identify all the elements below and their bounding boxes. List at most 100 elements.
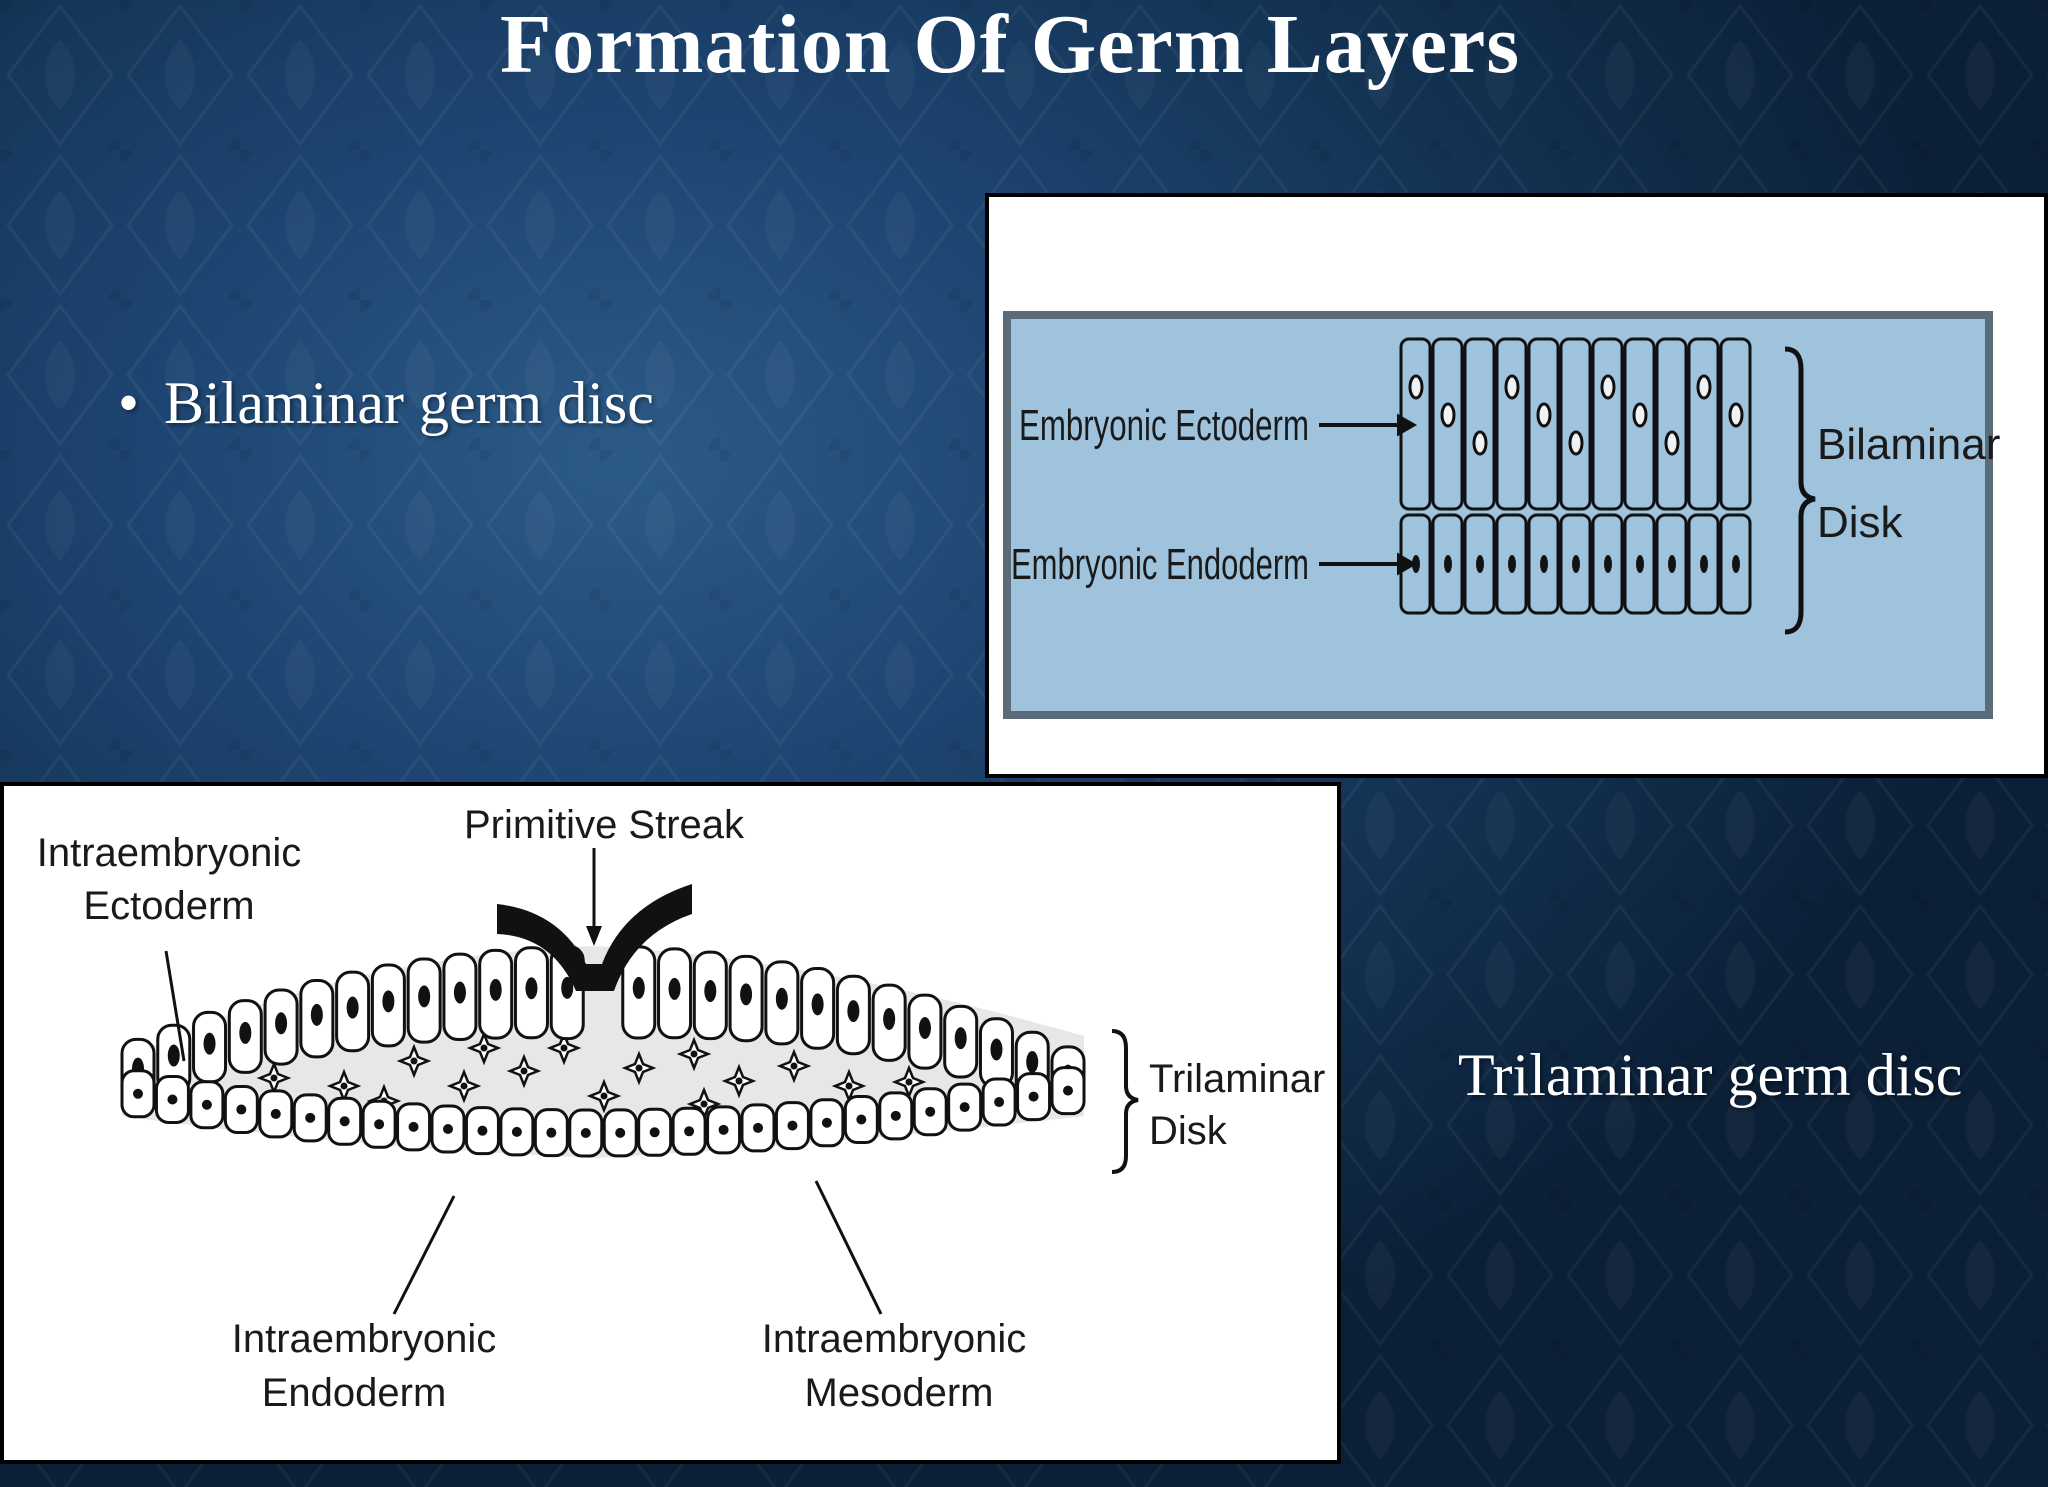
ectoderm-nucleus — [275, 1012, 288, 1035]
endoderm-nucleus — [1028, 1091, 1039, 1102]
endoderm-nucleus — [477, 1125, 488, 1136]
ectoderm-nucleus — [1600, 374, 1616, 400]
endoderm-nucleus — [546, 1127, 557, 1138]
caption-trilaminar: Trilaminar germ disc — [1458, 1042, 1963, 1108]
endoderm-nucleus — [1572, 555, 1580, 573]
ectoderm-cell — [1495, 337, 1528, 511]
endoderm-nucleus — [1540, 555, 1548, 573]
ectoderm-nucleus — [346, 996, 359, 1019]
label-mesoderm-line1: Intraembryonic — [762, 1317, 1027, 1361]
endoderm-nucleus — [821, 1117, 832, 1128]
ectoderm-nucleus — [382, 990, 395, 1013]
mesoderm-nucleus — [790, 1062, 798, 1070]
label-ectoderm-line2: Ectoderm — [83, 884, 254, 928]
ectoderm-nucleus — [883, 1007, 896, 1030]
bullet-bilaminar: • Bilaminar germ disc — [118, 368, 654, 438]
ectoderm-nucleus — [239, 1021, 252, 1044]
ectoderm-nucleus — [418, 985, 431, 1008]
ectoderm-nucleus — [811, 993, 824, 1016]
ectoderm-nucleus — [1440, 402, 1456, 428]
mesoderm-nucleus — [480, 1044, 488, 1052]
ectoderm-nucleus — [310, 1003, 323, 1026]
endoderm-pointer — [392, 1195, 456, 1315]
ectoderm-nucleus — [1568, 430, 1584, 456]
mesoderm-nucleus — [410, 1057, 418, 1065]
endoderm-arrowhead — [1397, 552, 1418, 576]
label-primitive-streak: Primitive Streak — [464, 803, 745, 847]
ectoderm-nucleus — [775, 987, 788, 1010]
endoderm-nucleus — [1732, 555, 1740, 573]
ectoderm-nucleus — [203, 1032, 216, 1055]
mesoderm-nucleus — [690, 1050, 698, 1058]
mesoderm-nucleus — [905, 1078, 913, 1086]
label-trilaminar-disk: Disk — [1149, 1109, 1228, 1153]
label-ectoderm-line1: Intraembryonic — [37, 831, 302, 875]
label-embryonic-ectoderm: Embryonic Ectoderm — [1019, 401, 1309, 450]
endoderm-nucleus — [443, 1123, 453, 1134]
ectoderm-cell — [1463, 337, 1496, 511]
bullet-bilaminar-text: Bilaminar germ disc — [164, 370, 654, 436]
label-embryonic-endoderm: Embryonic Endoderm — [1011, 540, 1309, 589]
ectoderm-nucleus — [1664, 430, 1680, 456]
ectoderm-nucleus — [990, 1038, 1003, 1061]
endoderm-nucleus — [718, 1124, 729, 1135]
endoderm-nucleus — [1668, 555, 1676, 573]
trilaminar-brace — [1111, 1029, 1139, 1174]
bilaminar-cell-layers — [1399, 337, 1752, 615]
mesoderm-nucleus — [700, 1100, 708, 1108]
ectoderm-nucleus — [167, 1044, 180, 1067]
endoderm-nucleus — [615, 1127, 626, 1138]
mesoderm-nucleus — [560, 1044, 568, 1052]
endoderm-nucleus — [1476, 555, 1484, 573]
endoderm-nucleus — [684, 1126, 695, 1137]
ectoderm-nucleus — [1504, 374, 1520, 400]
endoderm-nucleus — [856, 1114, 867, 1125]
ectoderm-cell — [1655, 337, 1688, 511]
ectoderm-nucleus — [740, 983, 753, 1006]
bullet-dot: • — [118, 370, 140, 436]
endoderm-nucleus — [959, 1102, 970, 1113]
endoderm-nucleus — [133, 1088, 143, 1099]
endoderm-nucleus — [1700, 555, 1708, 573]
ectoderm-nucleus — [525, 977, 538, 1000]
label-mesoderm-line2: Mesoderm — [805, 1371, 994, 1415]
label-bilaminar: Bilaminar — [1817, 420, 2000, 469]
mesoderm-nucleus — [270, 1074, 278, 1082]
ectoderm-nucleus — [1632, 402, 1648, 428]
endoderm-nucleus — [167, 1094, 178, 1105]
endoderm-nucleus — [890, 1110, 901, 1121]
endoderm-nucleus — [1063, 1085, 1073, 1096]
ectoderm-nucleus — [453, 981, 466, 1004]
endoderm-nucleus — [753, 1122, 763, 1133]
ectoderm-nucleus — [1026, 1050, 1039, 1073]
endoderm-nucleus — [580, 1127, 591, 1138]
label-trilaminar: Trilaminar — [1149, 1057, 1325, 1101]
bilaminar-brace — [1784, 346, 1816, 635]
ectoderm-nucleus — [561, 976, 574, 999]
endoderm-nucleus — [994, 1097, 1005, 1108]
label-endoderm-line2: Endoderm — [262, 1371, 447, 1415]
mesoderm-nucleus — [600, 1092, 608, 1100]
mesoderm-nucleus — [845, 1082, 853, 1090]
endoderm-nucleus — [408, 1121, 419, 1132]
endoderm-nucleus — [649, 1127, 660, 1138]
endoderm-nucleus — [339, 1116, 350, 1127]
endoderm-nucleus — [511, 1126, 522, 1137]
ectoderm-nucleus — [1472, 430, 1488, 456]
mesoderm-nucleus — [340, 1082, 348, 1090]
mesoderm-nucleus — [735, 1077, 743, 1085]
endoderm-nucleus — [305, 1112, 316, 1123]
ectoderm-cell — [1687, 337, 1720, 511]
ectoderm-nucleus — [668, 977, 681, 1000]
ectoderm-cell — [1559, 337, 1592, 511]
ectoderm-nucleus — [954, 1027, 967, 1050]
mesoderm-pointer — [814, 1180, 883, 1315]
ectoderm-nucleus — [632, 976, 645, 999]
endoderm-nucleus — [1636, 555, 1644, 573]
ectoderm-nucleus — [704, 980, 717, 1003]
bilaminar-figure: Embryonic Ectoderm Embryonic Endoderm Bi… — [985, 193, 2048, 778]
endoderm-nucleus — [374, 1119, 385, 1130]
endoderm-cells — [120, 1066, 1086, 1158]
endoderm-nucleus — [201, 1099, 212, 1110]
